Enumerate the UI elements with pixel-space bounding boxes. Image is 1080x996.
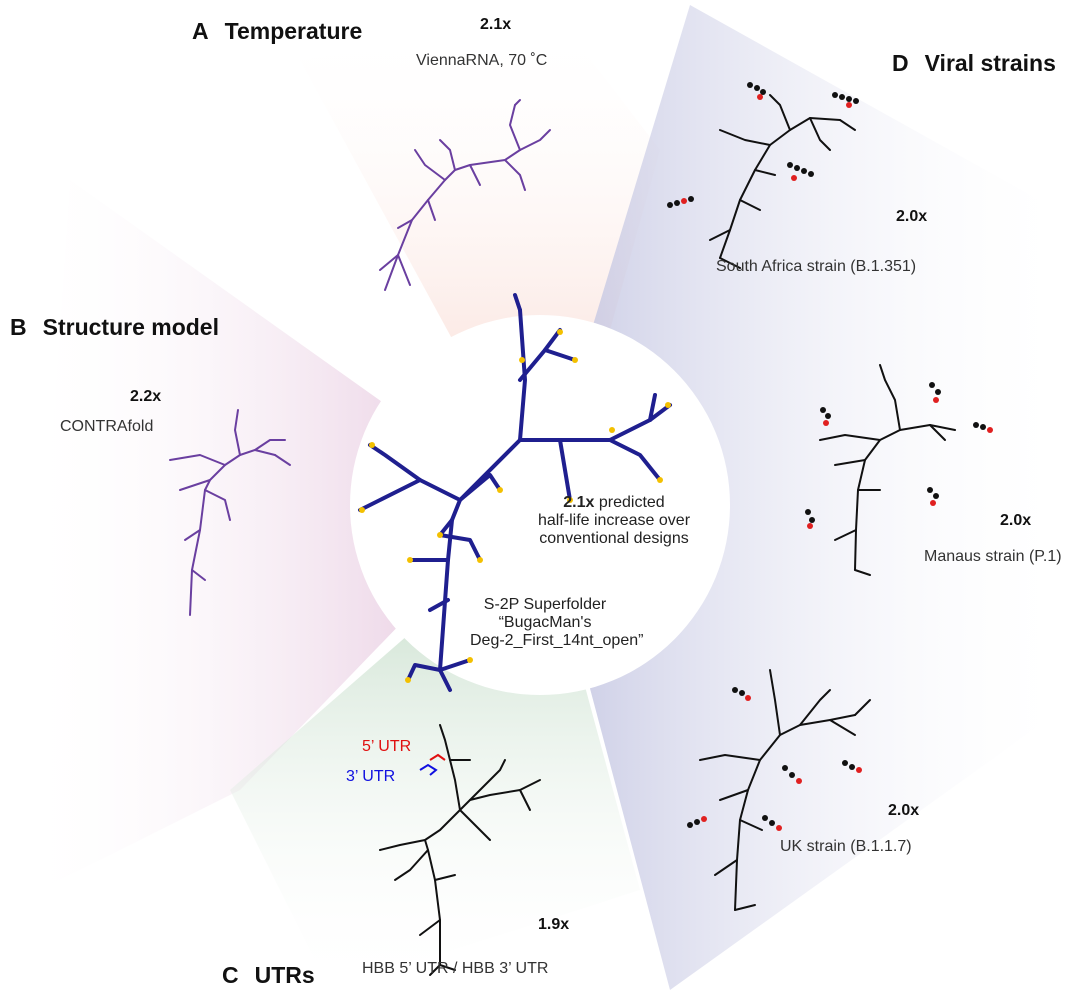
panel-b-label: Structure model <box>42 314 219 340</box>
utr3-marker <box>419 763 438 776</box>
center-line3: conventional designs <box>539 530 689 547</box>
manaus-label: Manaus strain (P.1) <box>924 548 1062 565</box>
panel-d-title: D Viral strains <box>892 50 1056 77</box>
panel-a-method: ViennaRNA, 70 ˚C <box>416 52 548 69</box>
utr5-label: 5’ UTR <box>362 738 412 755</box>
wedge-viral-strains <box>540 5 1075 990</box>
uk-rna-structure <box>699 669 871 911</box>
temperature-rna-structure <box>379 99 551 291</box>
panel-d-letter: D <box>892 50 909 76</box>
uk-label: UK strain (B.1.1.7) <box>780 838 912 855</box>
panel-b-method: CONTRAfold <box>60 418 154 435</box>
center-fold: 2.1x <box>563 494 595 511</box>
south-africa-fold: 2.0x <box>896 208 928 225</box>
manaus-fold: 2.0x <box>1000 512 1032 529</box>
panel-a-label: Temperature <box>224 18 363 44</box>
center-design-text: S-2P Superfolder “BugacMan's Deg-2_First… <box>470 596 644 650</box>
center-design2: “BugacMan's <box>498 614 592 631</box>
utr5-marker <box>429 753 446 761</box>
center-rna-highlights <box>359 329 671 683</box>
panel-a-title: A Temperature <box>192 18 362 45</box>
center-fold-text: 2.1x predicted half-life increase over c… <box>524 494 704 548</box>
uk-mutations <box>687 687 862 831</box>
panel-a-fold: 2.1x <box>480 16 512 33</box>
panel-c-method: HBB 5’ UTR / HBB 3’ UTR <box>362 960 549 977</box>
panel-b-letter: B <box>10 314 27 340</box>
center-rna-structure <box>358 293 672 692</box>
south-africa-label: South Africa strain (B.1.351) <box>716 258 917 275</box>
panel-c-letter: C <box>222 962 239 988</box>
panel-b-title: B Structure model <box>10 314 219 341</box>
structure-model-rna-structure <box>169 409 291 616</box>
panel-c-title: C UTRs <box>222 962 315 989</box>
south-africa-mutations <box>667 82 859 208</box>
manaus-mutations <box>805 382 993 529</box>
wedge-structure-model <box>20 180 520 900</box>
uk-fold: 2.0x <box>888 802 920 819</box>
panel-c-fold: 1.9x <box>538 916 570 933</box>
panel-d-label: Viral strains <box>924 50 1056 76</box>
center-line2: half-life increase over <box>537 512 691 529</box>
center-line1: predicted <box>598 494 665 511</box>
manaus-rna-structure <box>819 364 956 576</box>
south-africa-rna-structure <box>709 94 856 269</box>
panel-a-letter: A <box>192 18 209 44</box>
utrs-rna-structure <box>379 724 541 976</box>
center-design1: S-2P Superfolder <box>483 596 607 613</box>
center-design3: Deg-2_First_14nt_open” <box>470 632 644 649</box>
utr3-label: 3’ UTR <box>346 768 396 785</box>
panel-c-label: UTRs <box>254 962 315 988</box>
panel-b-fold: 2.2x <box>130 388 162 405</box>
